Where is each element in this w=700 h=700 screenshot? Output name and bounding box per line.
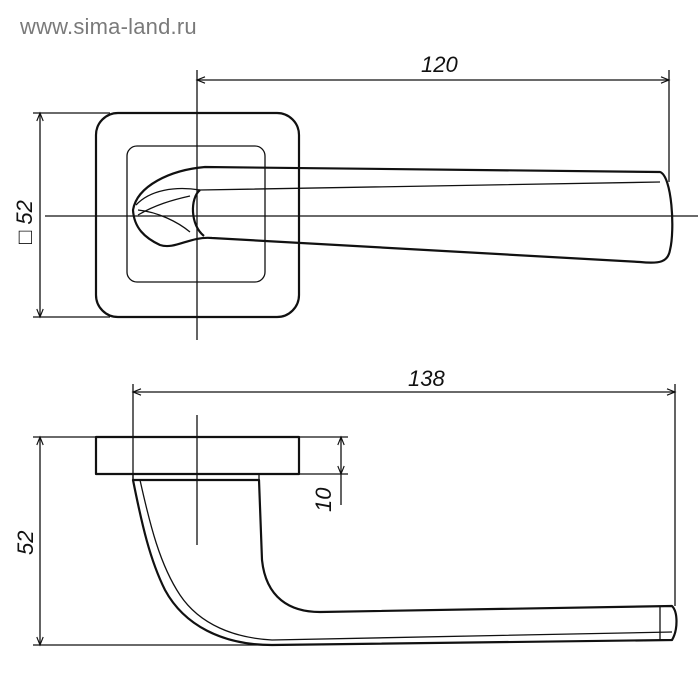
- rosette-inner: [126, 145, 266, 283]
- dim-square-label: □ 52: [12, 200, 37, 244]
- side-handle-edge: [139, 479, 673, 641]
- side-view: 138 52 10: [13, 366, 678, 647]
- handle-body: [131, 165, 674, 264]
- dim-138-label: 138: [408, 366, 445, 391]
- dim-10-label: 10: [311, 487, 336, 512]
- handle-collar: [191, 189, 205, 237]
- handle-neck-line: [135, 181, 661, 206]
- front-view: 120 □ 52: [12, 52, 698, 340]
- dim-52-label: 52: [13, 531, 38, 555]
- handle-facet: [137, 209, 191, 233]
- handle-facet-2: [137, 195, 191, 216]
- side-handle-body: [131, 478, 678, 647]
- watermark-text: www.sima-land.ru: [20, 14, 197, 39]
- dim-120-label: 120: [421, 52, 458, 77]
